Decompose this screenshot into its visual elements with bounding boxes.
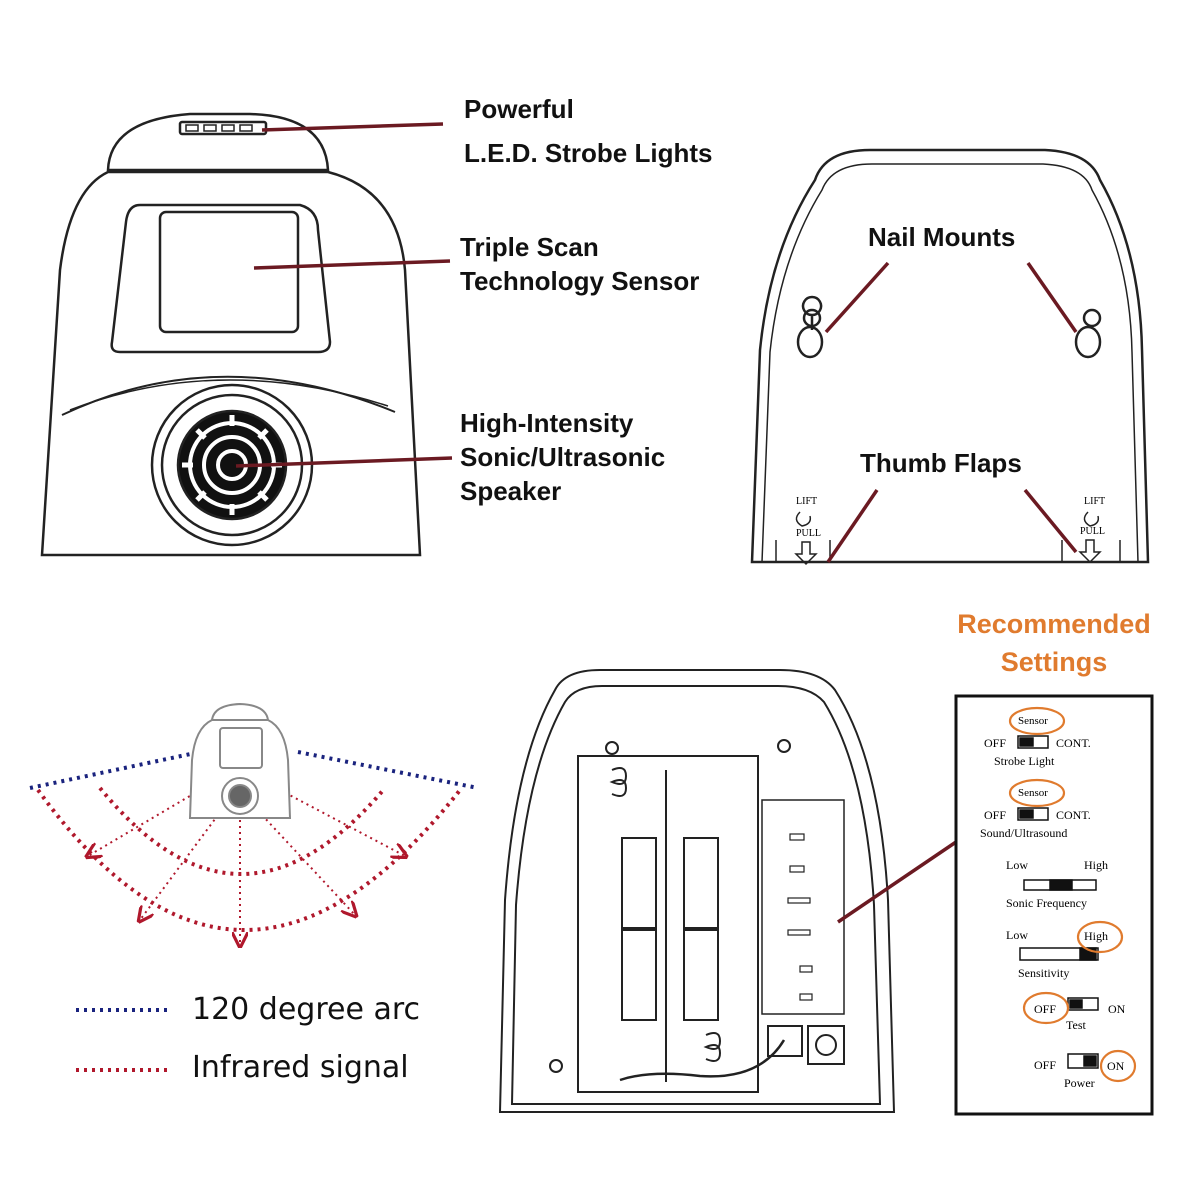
back-body xyxy=(750,148,1150,564)
flap-leader-left xyxy=(826,489,879,563)
back-view-device xyxy=(750,148,1150,566)
sonic-label: Sonic Frequency xyxy=(1006,896,1087,910)
nail-mount-right xyxy=(1074,325,1102,359)
settings-switches xyxy=(1008,706,1137,1083)
spring xyxy=(609,767,628,797)
sonic-low: Low xyxy=(1006,858,1028,872)
sensitivity-low: Low xyxy=(1006,928,1028,942)
sound-cont: CONT. xyxy=(1056,808,1091,822)
sensor-window xyxy=(110,203,332,354)
flap-leader-right xyxy=(1023,488,1078,554)
battery-right-top xyxy=(683,837,719,929)
strobe-cont: CONT. xyxy=(1056,736,1091,750)
led-strip xyxy=(178,120,268,136)
sound-switch xyxy=(1017,807,1049,821)
sound-off: OFF xyxy=(984,808,1007,822)
sensor-callout-line1: Triple Scan xyxy=(460,232,599,262)
led-leader-line xyxy=(261,122,444,132)
sensitivity-slider xyxy=(1019,947,1099,961)
led-callout-line1: Powerful xyxy=(464,94,574,124)
flap-lift-right: LIFT xyxy=(1084,496,1106,507)
battery-left-top xyxy=(621,837,657,929)
nail-leader-right xyxy=(1026,262,1078,333)
front-body xyxy=(40,170,422,557)
cable xyxy=(619,1039,786,1082)
nail-leader-left xyxy=(824,261,890,334)
interior-view xyxy=(498,669,957,1113)
switch-panel xyxy=(761,799,845,1015)
strobe-label: Strobe Light xyxy=(994,754,1055,768)
test-on: ON xyxy=(1108,1002,1126,1016)
power-label: Power xyxy=(1064,1076,1095,1090)
speaker-callout-line1: High-Intensity xyxy=(460,408,634,438)
sensitivity-high: High xyxy=(1084,929,1108,943)
battery-right-bottom xyxy=(683,929,719,1021)
thumb-flap-left xyxy=(794,511,818,566)
sensor-leader-line xyxy=(253,259,451,270)
front-view-device xyxy=(40,112,453,557)
settings-panel xyxy=(954,694,1154,1116)
flap-lift-left: LIFT xyxy=(796,496,818,507)
settings-title-line2: Settings xyxy=(1000,647,1108,677)
settings-title-line1: Recommended xyxy=(957,609,1151,639)
coverage-diagram xyxy=(29,702,479,1072)
small-device xyxy=(188,702,292,819)
test-label: Test xyxy=(1066,1018,1086,1032)
thumb-flap-right xyxy=(1078,511,1102,564)
sensor-callout-line2: Technology Sensor xyxy=(460,266,700,296)
test-off: OFF xyxy=(1034,1002,1057,1016)
sensor-highlight xyxy=(1008,778,1066,808)
sensor-lens xyxy=(158,210,300,334)
flap-pull-right: PULL xyxy=(1080,526,1105,537)
interior-body xyxy=(498,669,896,1113)
infrared-arc-inner xyxy=(98,786,387,876)
strobe-switch xyxy=(1017,735,1049,749)
power-on: ON xyxy=(1107,1059,1125,1073)
sensor-highlight xyxy=(1008,706,1066,736)
battery-left-bottom xyxy=(621,929,657,1021)
strobe-sensor-tag: Sensor xyxy=(1018,715,1048,727)
sensitivity-label: Sensitivity xyxy=(1018,966,1070,980)
legend-label-arc: 120 degree arc xyxy=(192,992,421,1027)
strobe-off: OFF xyxy=(984,736,1007,750)
battery-compartment xyxy=(577,755,759,1093)
coverage-arc-line xyxy=(29,750,479,790)
sound-sensor-tag: Sensor xyxy=(1018,787,1048,799)
infrared-ray xyxy=(279,789,405,856)
power-off: OFF xyxy=(1034,1058,1057,1072)
high-highlight xyxy=(1076,920,1124,954)
infrared-ray xyxy=(140,814,219,920)
flap-pull-left: PULL xyxy=(796,528,821,539)
legend-label-infrared: Infrared signal xyxy=(192,1050,409,1085)
sonic-high: High xyxy=(1084,858,1108,872)
power-switch xyxy=(1067,1053,1099,1069)
thumb-flaps-label: Thumb Flaps xyxy=(860,448,1022,478)
speaker-callout-line2: Sonic/Ultrasonic xyxy=(460,442,666,472)
power-jack xyxy=(807,1025,845,1065)
speaker-leader-line xyxy=(235,456,453,468)
infrared-ray xyxy=(88,789,201,856)
nail-mounts-label: Nail Mounts xyxy=(868,222,1016,252)
panel-leader-line xyxy=(837,840,957,924)
led-callout-line2: L.E.D. Strobe Lights xyxy=(464,138,713,168)
sound-label: Sound/Ultrasound xyxy=(980,826,1068,840)
on-highlight xyxy=(1099,1049,1137,1083)
speaker-callout-line3: Speaker xyxy=(460,476,562,506)
off-highlight xyxy=(1022,991,1070,1025)
